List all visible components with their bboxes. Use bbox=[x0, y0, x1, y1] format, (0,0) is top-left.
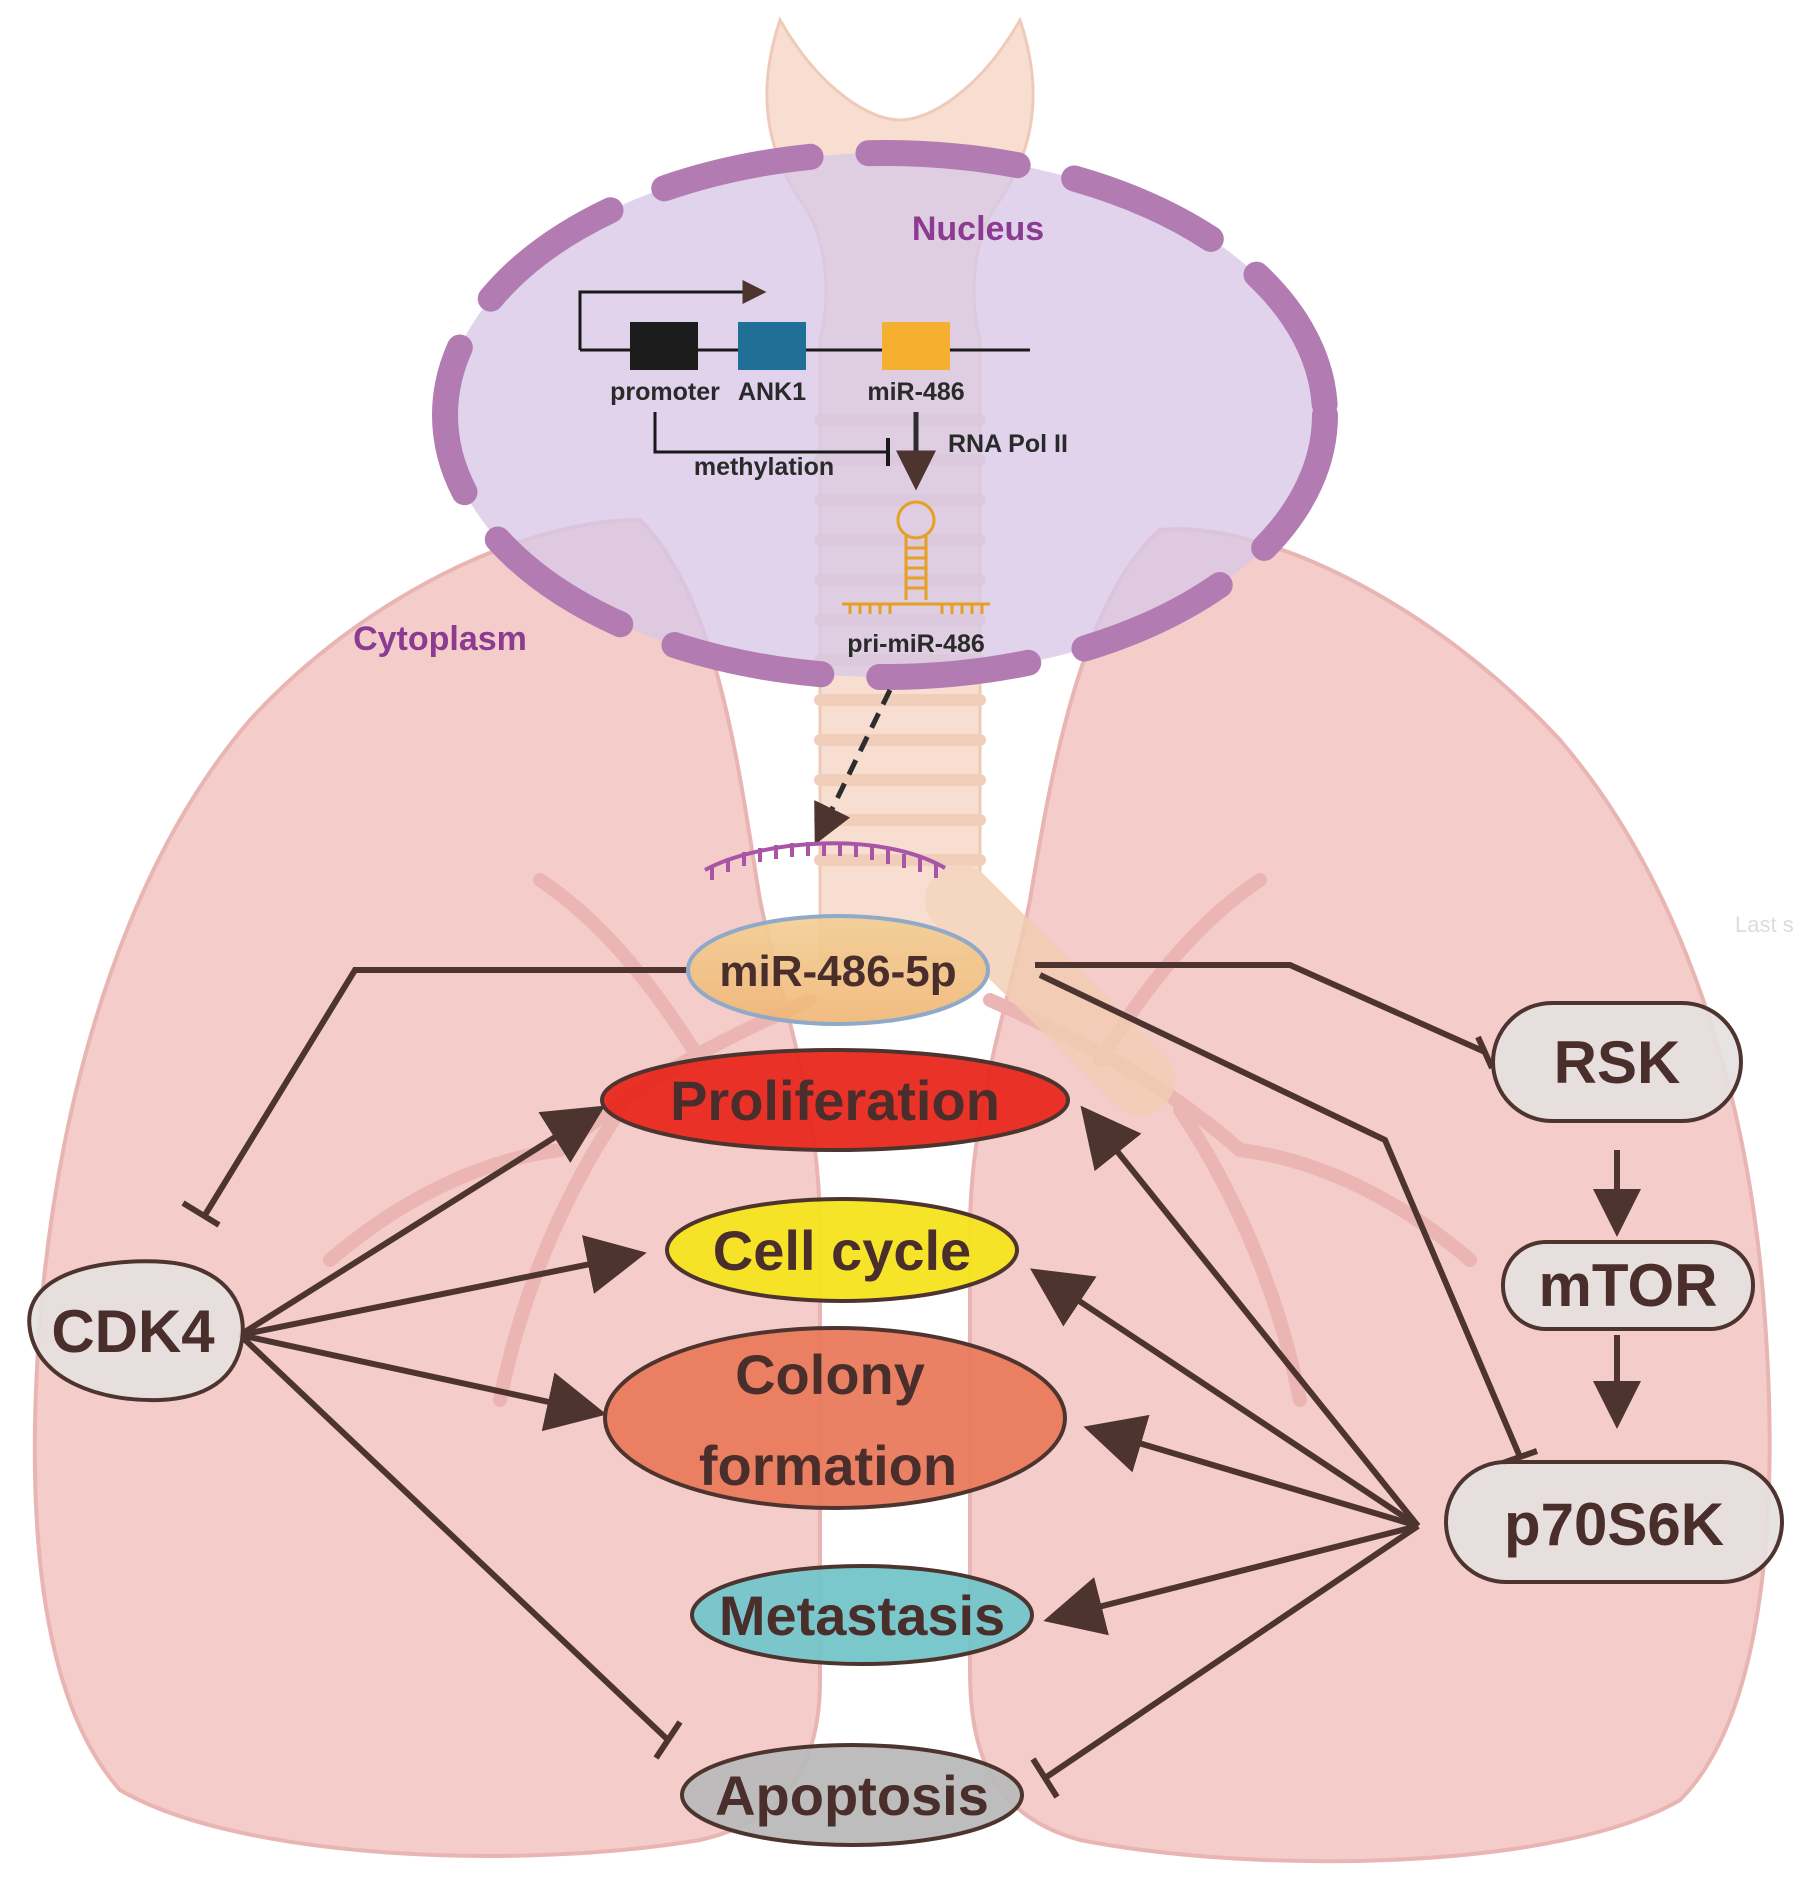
edge-cdk4-inhibits-apoptosis bbox=[237, 1332, 671, 1743]
edge-mir-cdk4-bar bbox=[181, 1200, 221, 1228]
promoter-label: promoter bbox=[610, 378, 720, 406]
nucleus-body bbox=[445, 153, 1325, 677]
hairpin-icon bbox=[842, 500, 990, 614]
edge-cdk4-to-proliferation bbox=[238, 1105, 606, 1338]
mir486-box bbox=[882, 322, 950, 370]
edge-mir-inhibits-p70 bbox=[1038, 972, 1523, 1459]
nucleus-label: Nucleus bbox=[912, 210, 1044, 248]
edges bbox=[181, 962, 1641, 1799]
mature-mirna-icon bbox=[704, 841, 947, 880]
node-mir-486-5p: miR-486-5p bbox=[686, 914, 990, 1026]
cell-cycle-label: Cell cycle bbox=[713, 1219, 971, 1282]
colony-label-line1: Colony bbox=[735, 1343, 925, 1406]
edge-p70-apoptosis-bar bbox=[1030, 1757, 1060, 1799]
transcription-start-arrow bbox=[578, 280, 767, 350]
mir-486-5p-label: miR-486-5p bbox=[719, 947, 956, 996]
nuclear-membrane bbox=[432, 140, 1338, 690]
edge-cdk4-to-colony bbox=[239, 1332, 607, 1432]
apoptosis-label: Apoptosis bbox=[715, 1764, 989, 1827]
edge-p70-inhibits-apoptosis bbox=[1043, 1523, 1420, 1781]
p70s6k-label: p70S6K bbox=[1504, 1491, 1724, 1558]
ank1-label: ANK1 bbox=[738, 378, 806, 406]
methylation-label: methylation bbox=[694, 453, 834, 481]
edge-p70-to-proliferation bbox=[1080, 1105, 1421, 1528]
edge-p70-to-cellcycle bbox=[1030, 1268, 1420, 1529]
promoter-box bbox=[630, 322, 698, 370]
outcome-apoptosis: Apoptosis bbox=[680, 1743, 1024, 1847]
edge-mir-inhibits-cdk4 bbox=[202, 967, 690, 1217]
methylation-inhibition-line bbox=[653, 412, 888, 454]
colony-label-line2: formation bbox=[699, 1434, 957, 1497]
pri-mir-label: pri-miR-486 bbox=[847, 630, 985, 658]
nucleus: Nucleus bbox=[432, 140, 1338, 690]
edge-cdk4-to-cellcycle bbox=[239, 1235, 647, 1338]
export-arrow bbox=[814, 688, 893, 845]
edge-p70-to-colony bbox=[1083, 1414, 1419, 1529]
proliferation-label: Proliferation bbox=[670, 1069, 1000, 1132]
metastasis-label: Metastasis bbox=[719, 1584, 1005, 1647]
node-cdk4: CDK4 bbox=[27, 1259, 245, 1403]
node-p70s6k: p70S6K bbox=[1444, 1460, 1784, 1584]
rna-pol-label: RNA Pol II bbox=[948, 430, 1068, 458]
edge-cdk4-apoptosis-bar bbox=[653, 1720, 683, 1760]
ank1-box bbox=[738, 322, 806, 370]
outcome-metastasis: Metastasis bbox=[690, 1564, 1034, 1666]
watermark-text: Last s bbox=[1735, 912, 1794, 937]
outcome-proliferation: Proliferation bbox=[600, 1048, 1070, 1152]
bronchus-right-tube bbox=[925, 865, 1175, 1115]
rsk-label: RSK bbox=[1554, 1029, 1681, 1096]
node-rsk: RSK bbox=[1491, 1001, 1743, 1123]
edge-mir-rsk-bar bbox=[1475, 1035, 1495, 1070]
gene-construct: promoter ANK1 miR-486 methylation RNA Po… bbox=[578, 280, 1068, 658]
cdk4-label: CDK4 bbox=[51, 1298, 215, 1365]
outcome-colony-formation: Colony formation bbox=[603, 1326, 1067, 1510]
edge-mir-inhibits-rsk bbox=[1035, 962, 1487, 1055]
mir486-label: miR-486 bbox=[867, 378, 964, 406]
mtor-label: mTOR bbox=[1539, 1252, 1718, 1319]
cytoplasm-label: Cytoplasm bbox=[353, 620, 527, 658]
node-mtor: mTOR bbox=[1501, 1240, 1755, 1331]
edge-p70-to-metastasis bbox=[1043, 1523, 1419, 1636]
outcome-cell-cycle: Cell cycle bbox=[665, 1197, 1019, 1303]
